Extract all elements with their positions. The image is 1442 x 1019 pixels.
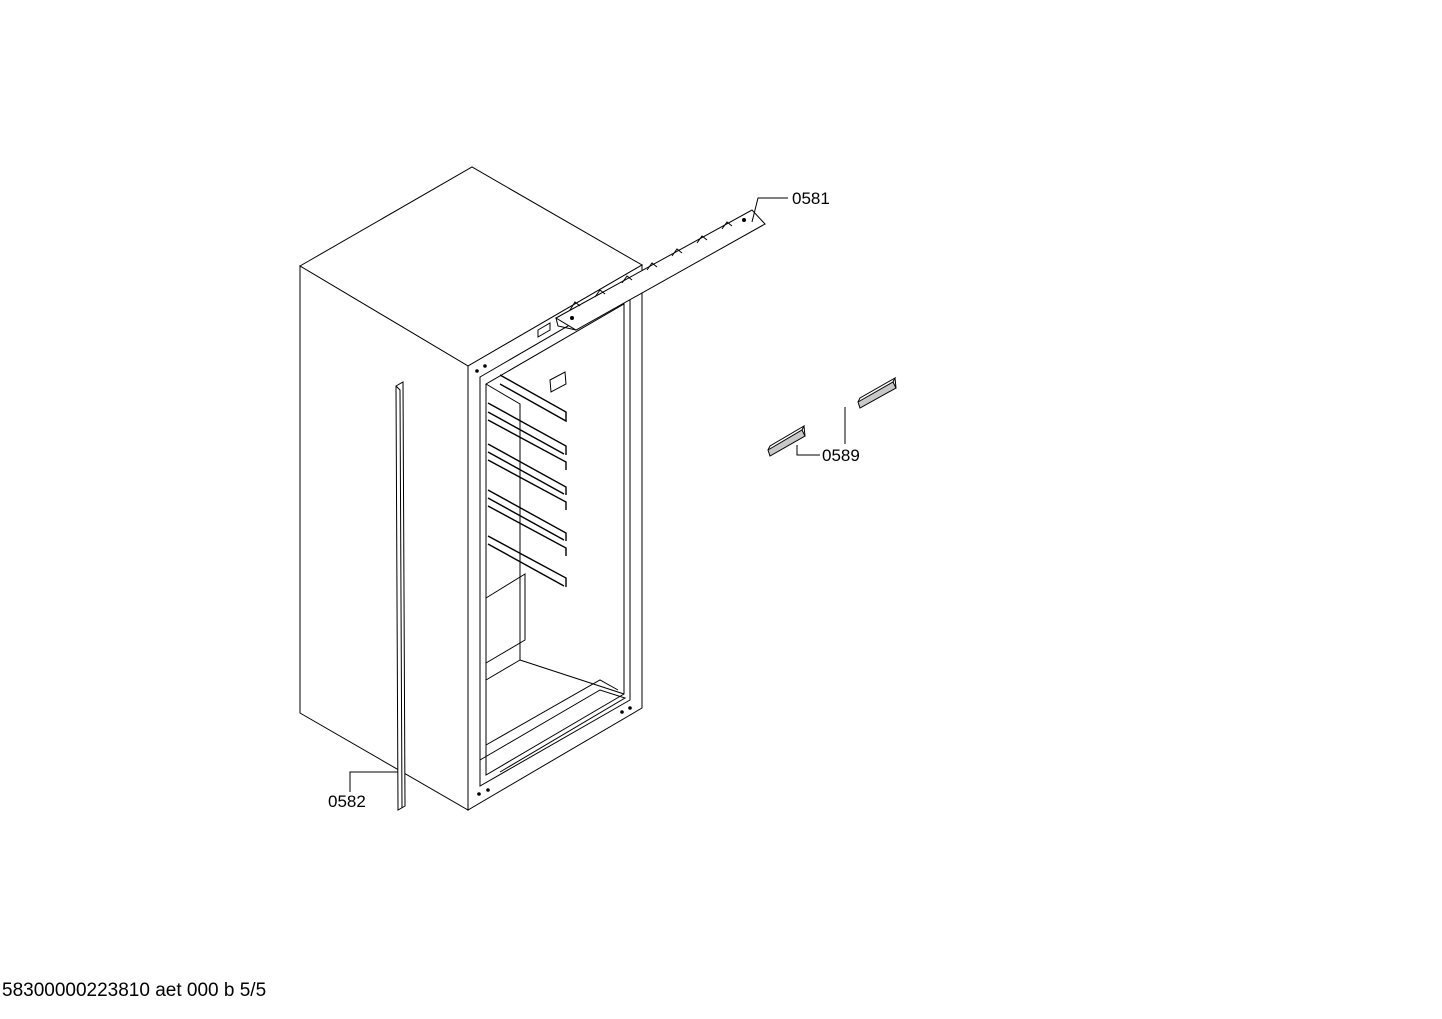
document-footer-id: 58300000223810 aet 000 b 5/5 — [2, 980, 267, 1001]
callout-0582: 0582 — [328, 792, 366, 811]
part-0582-seal-strip — [395, 381, 406, 811]
callout-0589: 0589 — [822, 446, 860, 465]
leader-line-0582 — [349, 771, 398, 792]
part-0581-hinge-strip — [554, 209, 766, 331]
part-0589-pads — [767, 376, 897, 457]
refrigerator-cabinet — [299, 166, 643, 811]
leader-line-0581 — [751, 197, 788, 223]
leader-line-0589-a — [796, 445, 820, 456]
shelf-rails — [487, 371, 567, 587]
screw-holes — [475, 322, 632, 796]
callout-0581: 0581 — [792, 189, 830, 208]
